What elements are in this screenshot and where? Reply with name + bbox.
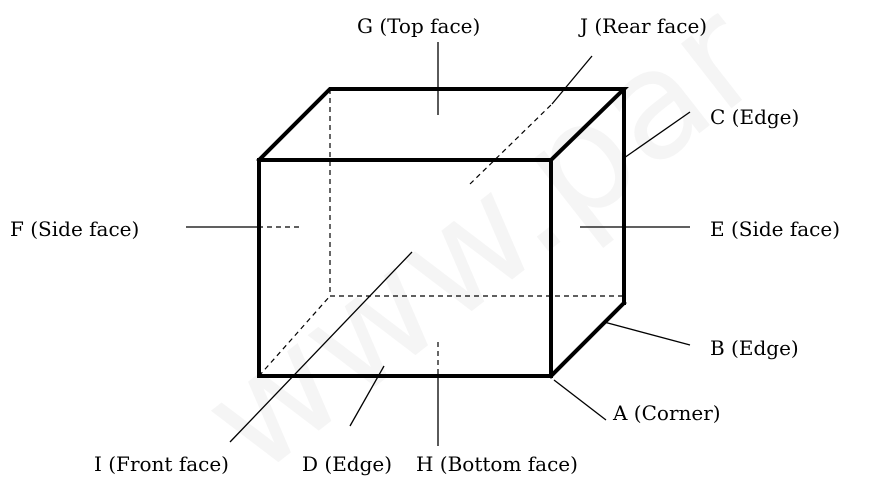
label-B-edge: B (Edge) [710,336,799,360]
label-C-edge: C (Edge) [710,105,799,129]
hidden-edges [258,89,624,377]
leader-D [349,365,385,427]
leader-B [603,321,691,346]
right-bottom-edge [548,300,627,379]
label-H-bottom-face: H (Bottom face) [416,452,578,476]
leader-lines [186,42,691,446]
label-D-edge: D (Edge) [302,452,392,476]
label-G-top-face: G (Top face) [357,14,480,38]
top-face-outline [256,87,629,163]
leader-C [623,111,691,159]
label-A-corner: A (Corner) [612,401,721,425]
label-J-rear-face: J (Rear face) [578,14,707,38]
leader-A [553,379,607,421]
labels: G (Top face) J (Rear face) C (Edge) F (S… [10,14,840,476]
leader-J-hidden [469,103,553,185]
label-F-side-face: F (Side face) [10,217,139,241]
label-E-side-face: E (Side face) [710,217,840,241]
cuboid-visible-edges [256,87,629,379]
label-I-front-face: I (Front face) [94,452,229,476]
leader-I [229,251,413,443]
front-face-outline [257,158,553,378]
leader-J [551,55,593,105]
